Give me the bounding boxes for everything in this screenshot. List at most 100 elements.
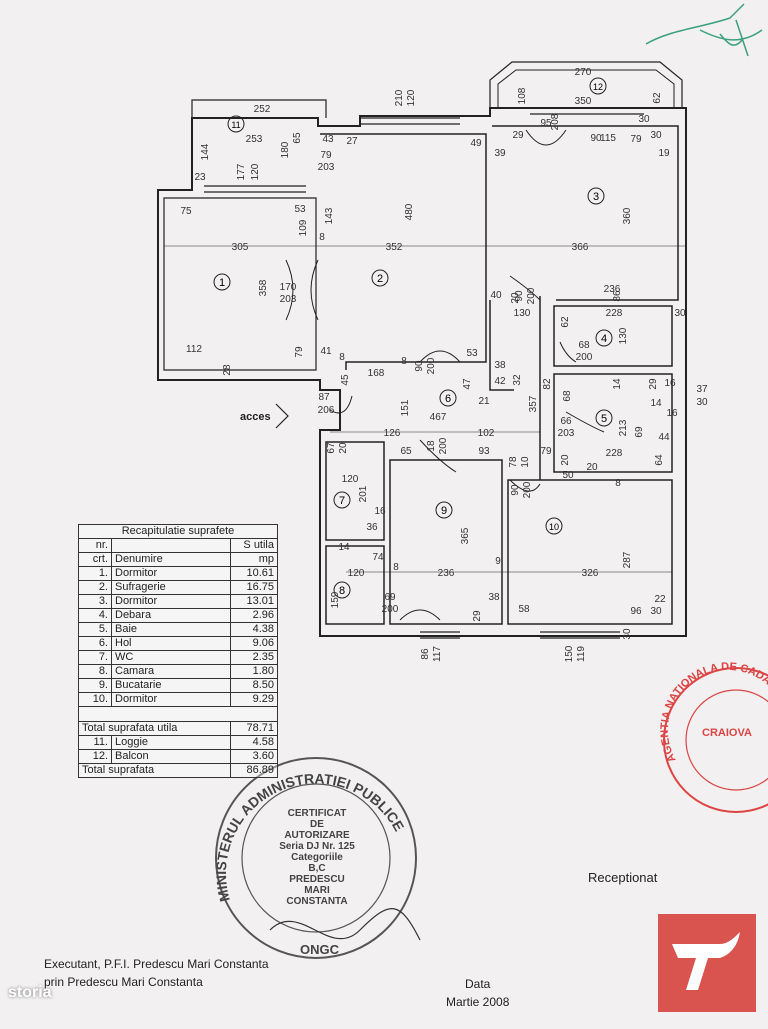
dimension-label: 53 [294,204,306,215]
dimension-label: 180 [280,141,291,158]
row-nr: 8. [78,664,112,679]
dimension-label: 29 [648,378,659,390]
dimension-label: 9 [495,556,501,567]
row-area: 4.58 [230,735,278,750]
dimension-label: 39 [494,148,506,159]
dimension-label: 64 [654,454,665,466]
dimension-label: 109 [298,219,309,236]
dimension-label: 30 [650,130,662,141]
dimension-label: 16 [664,378,676,389]
dimension-label: 22 [654,594,666,605]
dimension-label: 90 [590,133,602,144]
dimension-label: 168 [368,368,385,379]
dimension-label: 8 [319,232,325,243]
dimension-label: 120 [250,163,261,180]
dimension-label: 65 [292,132,303,144]
signature-stamp [269,908,421,941]
room-circle [435,501,453,519]
room-circle [595,409,613,427]
dimension-label: 213 [618,419,629,436]
row-name: Dormitor [111,692,231,707]
total-useful-label: Total suprafata utila [78,721,231,736]
total-value: 86.89 [230,763,278,778]
room-number: 6 [445,393,451,405]
received-label: Receptionat [588,870,658,885]
dimension-label: 20 [586,462,598,473]
dimension-label: 16 [374,506,386,517]
row-area: 9.06 [230,636,278,651]
header-unit: mp [230,552,278,567]
room-number: 10 [549,522,559,532]
dimension-label: 29 [472,610,483,622]
dimension-label: 10 [520,456,531,468]
dimension-label: 358 [258,279,269,296]
dimension-label: 79 [540,446,552,457]
dimension-label: 120 [406,89,417,106]
dimension-label: 95 [540,118,552,129]
dimension-label: 14 [612,378,623,390]
row-name: WC [111,650,231,665]
stamp-line: CERTIFICAT [287,808,347,819]
dimension-label: 8 [339,352,345,363]
row-name: Hol [111,636,231,651]
room-circle [371,269,389,287]
ministry-stamp [215,757,417,959]
row-name: Baie [111,622,231,637]
room-number: 5 [601,413,607,425]
dimension-label: 365 [460,527,471,544]
dimension-label: 130 [514,308,531,319]
dimension-label: 287 [622,551,633,568]
dimension-label: 62 [652,92,663,104]
dimension-label: 14 [650,398,662,409]
dimension-label: 200 [526,287,537,304]
room-circle [227,115,245,133]
dimension-label: 53 [466,348,478,359]
dimension-label: 38 [494,360,506,371]
dimension-label: 150 [564,645,575,662]
row-name: Dormitor [111,594,231,609]
header-name: Denumire [111,552,231,567]
dimension-label: 32 [512,374,523,386]
dimension-label: 30 [638,114,650,125]
total-label: Total suprafata [78,763,231,778]
dimension-label: 112 [186,344,202,355]
dimension-label: 305 [232,242,249,253]
row-nr: 1. [78,566,112,581]
dimension-label: 360 [622,207,633,224]
dimension-label: 20 [510,292,521,304]
ministry-stamp-bottom: ONGC [300,942,340,957]
dimension-label: 8 [401,356,407,367]
dimension-label: 87 [318,392,330,403]
row-nr: 10. [78,692,112,707]
row-nr: 6. [78,636,112,651]
dimension-label: 36 [366,522,378,533]
dimension-label: 90 [414,360,425,372]
room-number: 12 [593,82,603,92]
dimension-label: 90 [514,290,525,302]
row-name: Camara [111,664,231,679]
header-nr: nr. [78,538,112,553]
row-nr: 11. [78,735,112,750]
room-label-3: 3 [587,187,605,205]
cadastre-stamp [663,667,768,813]
dimension-label: 37 [696,384,708,395]
dimension-label: 74 [372,552,384,563]
dimension-label: 203 [280,294,297,305]
table-gap [78,706,278,722]
room-label-1: 1 [213,273,231,291]
dimension-label: 120 [348,568,365,579]
date-block: Data Martie 2008 [446,975,509,1011]
dimension-label: 210 [394,89,405,106]
dimension-label: 82 [542,378,553,390]
row-area: 16.75 [230,580,278,595]
room-circle [439,389,457,407]
dimension-label: 29 [512,130,524,141]
row-area: 9.29 [230,692,278,707]
area-summary-table: Recapitulatie suprafete nr. S utila crt.… [78,524,278,778]
